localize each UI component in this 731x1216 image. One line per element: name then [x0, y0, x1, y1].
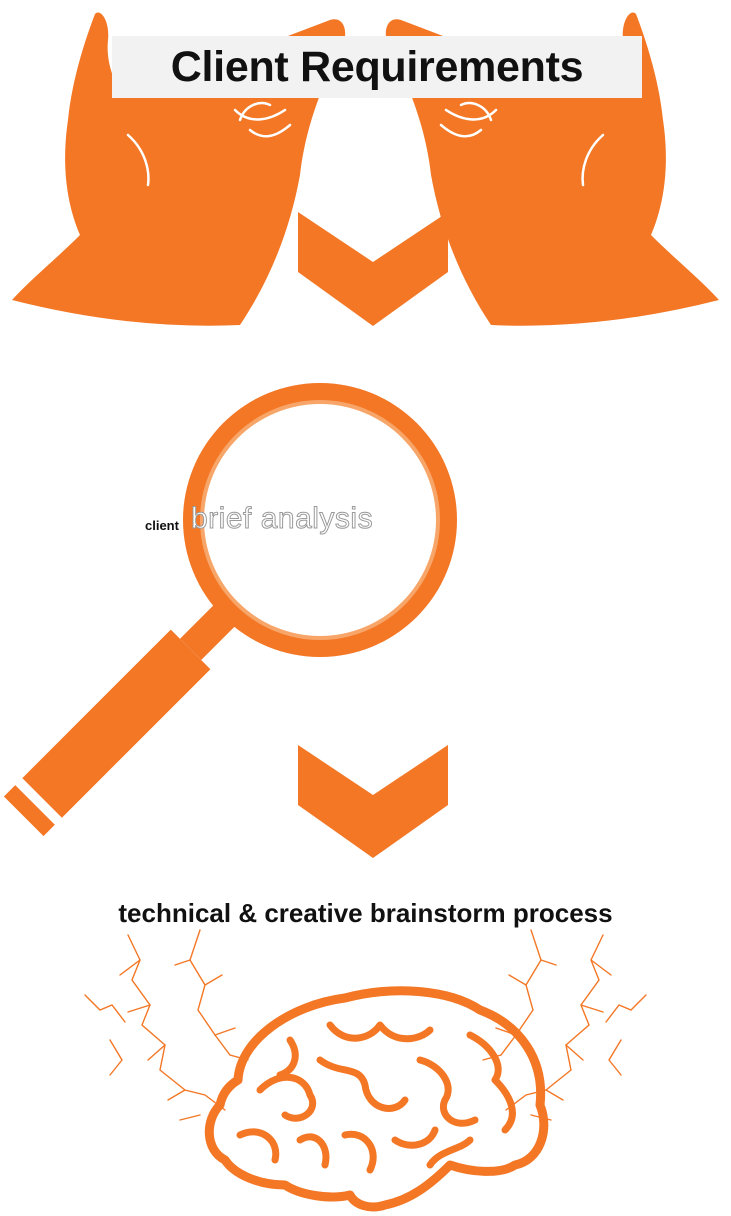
client-requirements-title: Client Requirements — [112, 36, 642, 98]
brainstorm-title: technical & creative brainstorm process — [118, 898, 613, 928]
step1-title: Client Requirements — [170, 42, 584, 91]
client-label: client — [145, 518, 179, 533]
brief-analysis-label: brief analysis — [190, 502, 374, 536]
